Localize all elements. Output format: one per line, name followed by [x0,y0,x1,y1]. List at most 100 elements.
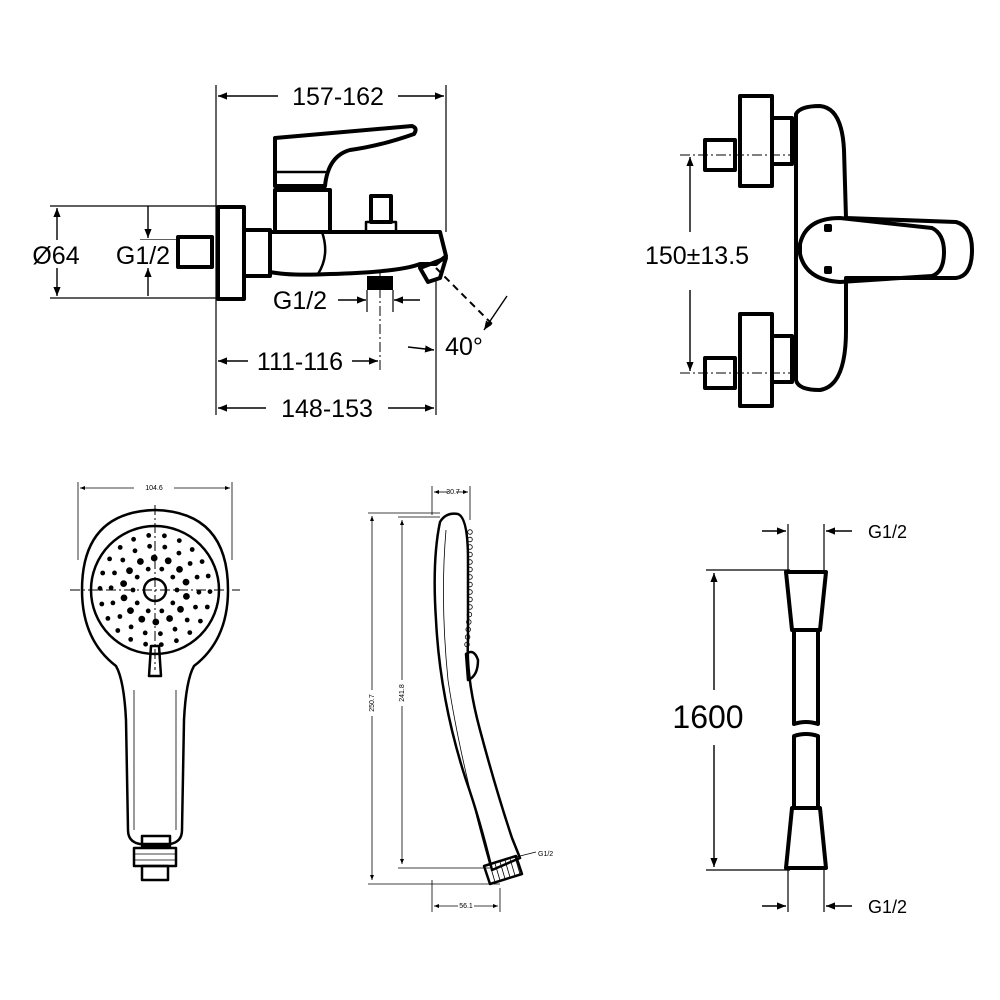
faucet-side-view: 157-162 Ø64 G1/2 G1/2 [24,83,508,423]
flange-nut [242,228,272,278]
nozzle-dot [115,628,121,633]
thread-line [499,861,506,879]
side-nozzle [467,596,473,603]
hand-shower-front-view: 104.6 [70,482,240,882]
thread-line [509,858,516,876]
lever-handle [273,124,418,188]
nozzle-dot [198,618,203,624]
bottom-flange [738,312,774,408]
hand-shower-outline [80,508,230,846]
nozzle-dot [207,589,213,594]
nozzle-dot [152,618,160,626]
spray-nozzles [97,533,213,647]
nozzle-dot [120,580,127,587]
side-nozzle [467,604,473,610]
hand-shower-profile [433,512,522,872]
dim-diameter: Ø64 [32,242,79,270]
nozzle-dot [105,616,111,621]
side-thread [482,854,524,886]
dim-hose-length: 1600 [672,699,743,735]
nozzle-dot [107,556,112,562]
nozzle-dot [162,533,167,539]
top-flange [738,94,774,188]
hose-top-thread: G1/2 [868,522,907,542]
nozzle-dot [126,567,133,575]
handle-top [798,216,946,284]
nozzle-dot [193,604,198,610]
nozzle-dot [117,545,123,550]
nozzle-dot [110,600,116,606]
nozzle-dot [187,561,193,566]
dim-center-distance: 150±13.5 [645,242,749,270]
dim-outlet-thread: G1/2 [273,287,327,315]
thread-line [514,856,521,875]
nozzle-dot [176,550,182,556]
nozzle-dot [172,626,178,632]
dim-total-height: 250.7 [369,694,376,712]
hose-upper [792,630,820,726]
nozzle-dot [196,589,202,595]
nozzle-dot [199,559,205,564]
dim-body-height: 241.8 [399,684,406,702]
nozzle-dot [120,594,128,602]
dim-hand-shower-width: 104.6 [145,485,163,492]
spray-selector [147,644,163,678]
cartridge-body [273,188,332,234]
nozzle-dot [147,543,153,549]
nozzle-dot [145,566,151,572]
nozzle-dot [164,557,172,565]
side-nozzle [464,641,470,648]
thread-line [504,860,511,878]
dim-outlet-offset: 111-116 [257,348,343,376]
nozzle-dot [176,538,182,543]
nozzle-dot [112,570,117,576]
spout-body [268,230,448,277]
nozzle-dot [99,601,105,607]
nozzle-dot [130,587,136,593]
thread-line [489,864,496,883]
nozzle-dot [145,608,151,614]
nozzle-dot [134,600,140,606]
side-nozzle [467,589,473,595]
nozzle-dot [131,536,137,542]
side-nozzle [467,574,473,580]
side-nozzle [467,559,473,565]
dim-base-width: 56.1 [459,903,473,910]
hose-bottom-thread: G1/2 [868,897,907,917]
dim-inlet-thread: G1/2 [116,242,170,270]
nozzle-dot [143,641,149,647]
dim-overall-length: 157-162 [292,83,384,111]
shower-connector [132,846,178,868]
side-thread-label: G1/2 [538,851,553,858]
side-nozzle [465,626,471,633]
faucet-top-view: 150±13.5 [645,94,974,408]
nozzle-dot [142,630,148,636]
nozzle-dot [189,547,195,552]
diverter-knob [369,194,393,224]
nozzle-dot [138,615,146,623]
dim-spout-length: 148-153 [281,395,373,423]
hand-shower-side-view: 30.7 250.7 241.8 G1/2 56.1 [364,486,553,912]
nozzle-dot [134,574,140,580]
side-nozzle [467,529,473,535]
nozzle-dot [205,573,211,579]
hose-view: G1/2 1600 G1/2 [672,522,907,917]
side-nozzle [466,611,473,618]
nozzle-dot [176,566,183,573]
hose-lower [792,732,820,810]
top-eccentric [703,138,737,172]
nozzle-dot [150,554,158,562]
nozzle-dot [158,631,163,637]
nozzle-dot [108,585,114,591]
nozzle-dot [159,566,165,572]
nozzle-dot [120,557,126,563]
nozzle-dot [177,605,184,613]
nozzle-dot [162,544,168,550]
side-nozzle [467,581,473,588]
side-nozzle [466,619,472,625]
side-nozzle [467,536,473,543]
nozzle-dot [174,638,179,644]
nozzle-dot [128,624,134,630]
